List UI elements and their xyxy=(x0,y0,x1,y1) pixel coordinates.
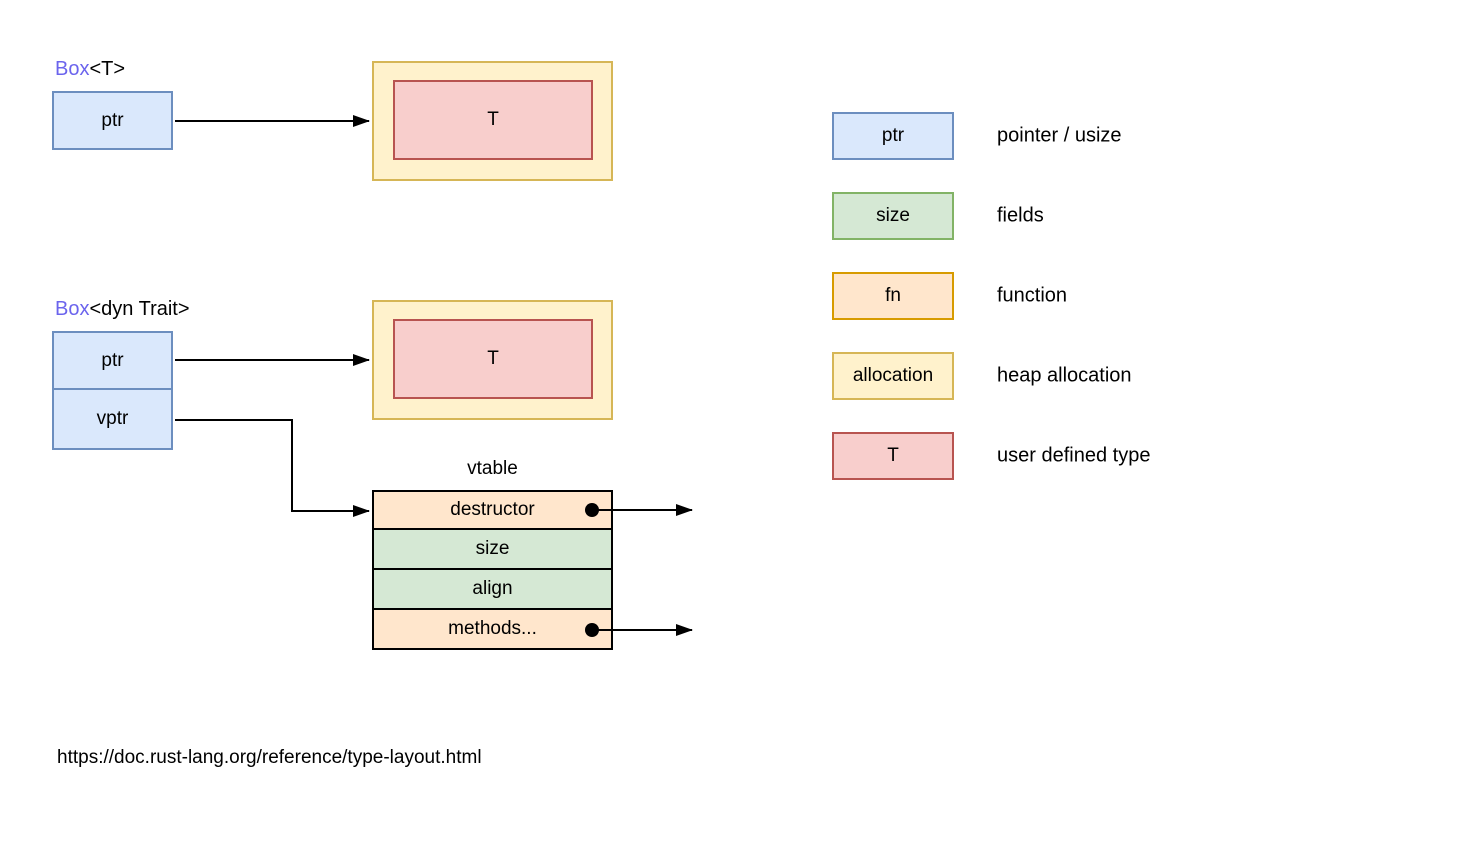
vtable-row-align: align xyxy=(372,568,613,610)
box-dyn-ptr-cell: ptr xyxy=(52,331,173,390)
vtable-row-methods: methods... xyxy=(372,608,613,650)
legend-swatch-size: size xyxy=(832,192,954,240)
legend-swatch-ptr: ptr xyxy=(832,112,954,160)
box-dyn-value-cell: T xyxy=(393,319,593,399)
legend-swatch-ptr-label: ptr xyxy=(881,125,905,146)
vtable-row-destructor-label: destructor xyxy=(450,499,535,520)
arrow-box-dyn-vptr-to-vtable xyxy=(175,419,370,517)
box-dyn-ptr-label: ptr xyxy=(101,349,124,371)
legend-swatch-fn-label: fn xyxy=(885,285,901,306)
legend-swatch-t-label: T xyxy=(887,445,899,466)
legend-swatch-size-label: size xyxy=(876,205,910,226)
legend-desc-allocation: heap allocation xyxy=(997,364,1132,387)
legend-desc-fn: function xyxy=(997,284,1068,307)
box-t-keyword: Box xyxy=(55,58,90,80)
box-dyn-type-param: <dyn Trait> xyxy=(89,298,190,320)
legend-desc-ptr: pointer / usize xyxy=(997,124,1122,147)
legend-desc-t: user defined type xyxy=(997,444,1151,467)
box-t-value-label: T xyxy=(487,109,499,130)
vtable-row-destructor: destructor xyxy=(372,490,613,530)
box-t-ptr-label: ptr xyxy=(101,109,124,131)
box-t-ptr-cell: ptr xyxy=(52,91,173,150)
vtable-row-size-label: size xyxy=(475,538,510,559)
box-t-value-cell: T xyxy=(393,80,593,160)
legend-swatch-fn: fn xyxy=(832,272,954,320)
vtable-row-methods-label: methods... xyxy=(448,618,537,639)
box-dyn-keyword: Box xyxy=(55,298,90,320)
legend-swatch-t: T xyxy=(832,432,954,480)
legend-swatch-allocation-label: allocation xyxy=(852,365,934,386)
legend-desc-size: fields xyxy=(997,204,1044,227)
box-dyn-value-label: T xyxy=(487,348,499,369)
vtable-row-size: size xyxy=(372,528,613,570)
vtable-title: vtable xyxy=(467,458,518,479)
box-dyn-heap-allocation: T xyxy=(372,300,613,420)
box-t-heap-allocation: T xyxy=(372,61,613,181)
legend-item-size: size fields xyxy=(832,192,1252,240)
legend-swatch-allocation: allocation xyxy=(832,352,954,400)
legend-item-allocation: allocation heap allocation xyxy=(832,352,1252,400)
source-url: https://doc.rust-lang.org/reference/type… xyxy=(57,747,482,768)
legend-item-ptr: ptr pointer / usize xyxy=(832,112,1252,160)
box-t-title: Box<T> xyxy=(55,57,125,81)
vtable-row-align-label: align xyxy=(472,578,513,599)
box-t-type-param: <T> xyxy=(89,58,126,80)
box-dyn-vptr-cell: vptr xyxy=(52,388,173,450)
legend-item-t: T user defined type xyxy=(832,432,1252,480)
box-dyn-title: Box<dyn Trait> xyxy=(55,297,190,321)
vtable: destructor size align methods... xyxy=(372,490,613,650)
box-dyn-vptr-label: vptr xyxy=(96,408,129,429)
legend-item-fn: fn function xyxy=(832,272,1252,320)
